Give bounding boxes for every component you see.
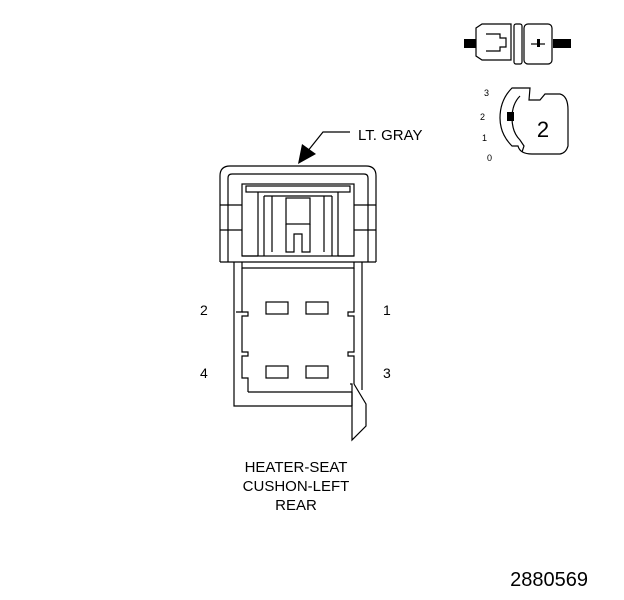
- pin-label-2: 2: [200, 302, 208, 318]
- connector-name-line1: HEATER-SEAT: [245, 459, 348, 476]
- connector-name-line3: REAR: [275, 497, 317, 514]
- connector-face: [219, 165, 377, 442]
- position-label-2: 2: [480, 112, 485, 122]
- color-label: LT. GRAY: [358, 127, 422, 144]
- pin-label-4: 4: [200, 365, 208, 381]
- position-number: 2: [537, 117, 549, 142]
- position-label-1: 1: [482, 133, 487, 143]
- pin-label-3: 3: [383, 365, 391, 381]
- color-callout-arrow: [298, 131, 350, 164]
- position-label-0: 0: [487, 153, 492, 163]
- pin-label-1: 1: [383, 302, 391, 318]
- position-scale: 3 2 1 0: [480, 88, 492, 163]
- position-key-icon: [499, 87, 569, 155]
- figure-id: 2880569: [510, 569, 588, 591]
- mating-connectors-side-view: [464, 23, 571, 65]
- connector-name-line2: CUSHON-LEFT: [243, 478, 350, 495]
- position-label-3: 3: [484, 88, 489, 98]
